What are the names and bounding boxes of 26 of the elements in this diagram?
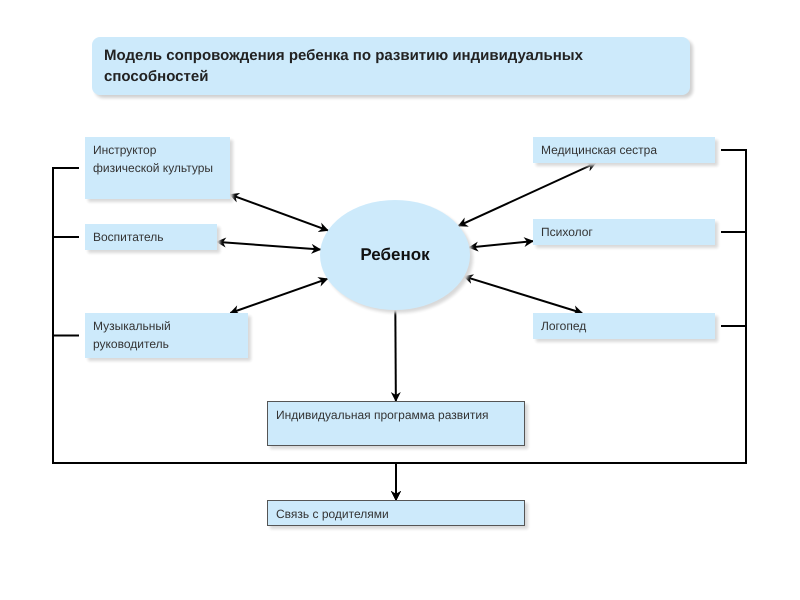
double-arrow [458,162,597,227]
role-box [533,219,715,245]
role-box [267,401,525,446]
double-arrow [463,274,584,316]
role-box [533,313,715,339]
node-label: Ребенок [360,244,430,266]
box-label: Логопед [541,318,588,335]
role-box [267,500,525,526]
double-arrow [229,277,328,315]
box-label: Психолог [541,224,594,241]
connector-arrow [391,325,747,501]
box-label: Воспитатель [93,229,165,246]
double-arrow [229,192,329,232]
role-box [85,224,217,250]
box-label: Индивидуальная программа развития [276,407,490,424]
title-banner: Модель сопровождения ребенка по развитию индивидуальных способностей [92,37,690,95]
role-box [533,137,715,163]
box-label: Медицинская сестра [541,142,658,159]
double-arrow [468,237,534,252]
connector-arrow [390,310,401,402]
box-label: Связь с родителями [276,506,390,523]
box-label: Инструктор физической культуры [93,142,214,177]
role-box [85,137,230,199]
box-label: Музыкальный руководитель [93,318,172,353]
double-arrow [216,238,322,254]
role-box [85,313,248,358]
